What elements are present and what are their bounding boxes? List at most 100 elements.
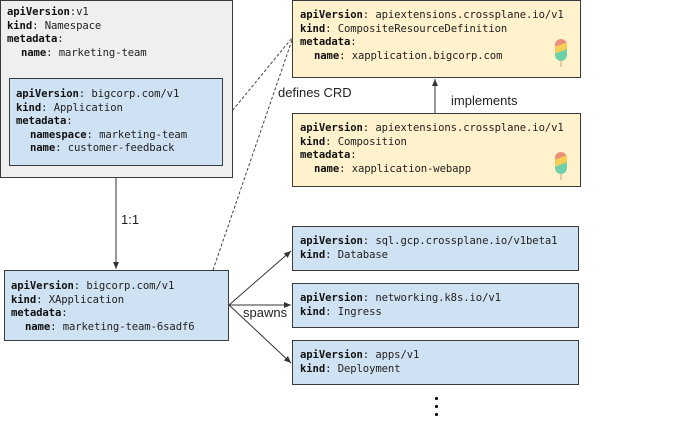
yaml-line-apiversion: apiVersion: apiextensions.crossplane.io/… [300, 9, 564, 23]
implements-label: implements [451, 93, 518, 108]
yaml-key: metadata [11, 307, 62, 319]
yaml-value: apps/v1 [375, 349, 420, 361]
yaml-value: apiextensions.crossplane.io/v1 [375, 122, 564, 134]
crossplane-popsicle-icon [555, 152, 567, 180]
yaml-value: marketing-team-6sadf6 [62, 320, 195, 333]
yaml-key: kind [11, 293, 37, 306]
yaml-separator: : [362, 9, 376, 21]
yaml-separator: : [339, 49, 352, 62]
yaml-key: apiVersion [11, 280, 74, 292]
yaml-line-kind: kind: XApplication [11, 294, 195, 308]
yaml-value: apiextensions.crossplane.io/v1 [375, 9, 564, 21]
yaml-separator: : [325, 248, 338, 261]
yaml-separator: : [46, 46, 59, 59]
yaml-line-metadata: metadata: [300, 36, 564, 50]
yaml-value: customer-feedback [67, 142, 175, 154]
yaml-separator: : [78, 88, 92, 100]
yaml-value: Ingress [337, 305, 382, 318]
yaml-line-apiversion: apiVersion: apps/v1 [300, 349, 419, 363]
spawns-arrow-deployment [228, 304, 292, 364]
yaml-key: metadata [300, 36, 351, 48]
yaml-separator: : [55, 142, 68, 154]
yaml-separator: : [325, 22, 338, 35]
yaml-line-apiversion: apiVersion: sql.gcp.crossplane.io/v1beta… [300, 235, 558, 249]
yaml-line-kind: kind: Application [16, 102, 187, 116]
yaml-key: name [314, 49, 340, 62]
yaml-line-metadata: metadata: [11, 307, 195, 321]
yaml-line-metadata: metadata: [7, 33, 147, 47]
database-yaml: apiVersion: sql.gcp.crossplane.io/v1beta… [300, 235, 558, 262]
yaml-separator: : [350, 36, 357, 48]
yaml-separator: : [362, 235, 376, 247]
yaml-value: xapplication.bigcorp.com [351, 49, 503, 62]
yaml-separator: : [86, 128, 100, 141]
yaml-value: sql.gcp.crossplane.io/v1beta1 [375, 235, 558, 247]
yaml-value: xapplication-webapp [351, 162, 471, 175]
yaml-separator: : [362, 292, 376, 304]
yaml-value: v1 [76, 6, 89, 18]
yaml-separator: : [339, 162, 352, 175]
yaml-value: marketing-team [58, 46, 147, 59]
yaml-value: Namespace [44, 19, 102, 32]
crossplane-popsicle-icon [555, 39, 567, 67]
yaml-value: networking.k8s.io/v1 [375, 292, 501, 304]
yaml-key: kind [7, 19, 33, 32]
yaml-key: kind [300, 22, 326, 35]
yaml-line-namespace: namespace: marketing-team [16, 129, 187, 143]
yaml-line-kind: kind: Namespace [7, 20, 147, 34]
yaml-separator: : [50, 320, 63, 333]
xrd-yaml: apiVersion: apiextensions.crossplane.io/… [300, 9, 564, 63]
yaml-key: metadata [16, 115, 67, 127]
yaml-key: apiVersion [300, 349, 363, 361]
yaml-value: XApplication [48, 293, 125, 306]
composition-box: apiVersion: apiextensions.crossplane.io/… [292, 113, 581, 187]
yaml-value: marketing-team [99, 128, 187, 141]
yaml-value: CompositeResourceDefinition [337, 22, 508, 35]
xrd-box: apiVersion: apiextensions.crossplane.io/… [292, 0, 581, 78]
yaml-key: name [314, 162, 340, 175]
yaml-key: kind [16, 101, 42, 114]
yaml-key: name [21, 46, 47, 59]
yaml-line-name: name: xapplication-webapp [300, 163, 564, 177]
composition-yaml: apiVersion: apiextensions.crossplane.io/… [300, 122, 564, 176]
yaml-separator: : [325, 305, 338, 318]
spawns-arrow-database [228, 250, 292, 306]
yaml-key: apiVersion [300, 9, 363, 21]
yaml-key: name [30, 142, 56, 154]
yaml-key: apiVersion [300, 235, 363, 247]
yaml-separator: : [325, 135, 338, 148]
yaml-key: apiVersion [7, 6, 70, 18]
spawns-label: spawns [243, 305, 288, 320]
yaml-value: Database [337, 248, 388, 261]
yaml-key: apiVersion [300, 122, 363, 134]
yaml-value: Composition [337, 135, 407, 148]
yaml-separator: : [73, 280, 87, 292]
yaml-line-kind: kind: CompositeResourceDefinition [300, 23, 564, 37]
yaml-separator: : [350, 149, 357, 161]
yaml-separator: : [61, 307, 68, 319]
yaml-separator: : [36, 293, 49, 306]
dashed-link-application-to-xrd [222, 37, 293, 123]
yaml-line-metadata: metadata: [16, 115, 187, 129]
yaml-line-apiversion: apiVersion: bigcorp.com/v1 [16, 88, 187, 102]
one-to-one-label: 1:1 [121, 212, 140, 227]
yaml-separator: : [32, 19, 45, 32]
yaml-line-apiversion: apiVersion: bigcorp.com/v1 [11, 280, 195, 294]
yaml-value: Deployment [337, 362, 401, 375]
database-resource-box: apiVersion: sql.gcp.crossplane.io/v1beta… [292, 226, 579, 271]
yaml-key: apiVersion [16, 88, 79, 100]
yaml-line-kind: kind: Deployment [300, 363, 419, 377]
yaml-line-name: name: marketing-team [7, 47, 147, 61]
yaml-key: metadata [300, 149, 351, 161]
yaml-separator: : [362, 122, 376, 134]
yaml-separator: : [66, 115, 73, 127]
yaml-key: metadata [7, 33, 58, 45]
yaml-separator: : [69, 6, 77, 18]
